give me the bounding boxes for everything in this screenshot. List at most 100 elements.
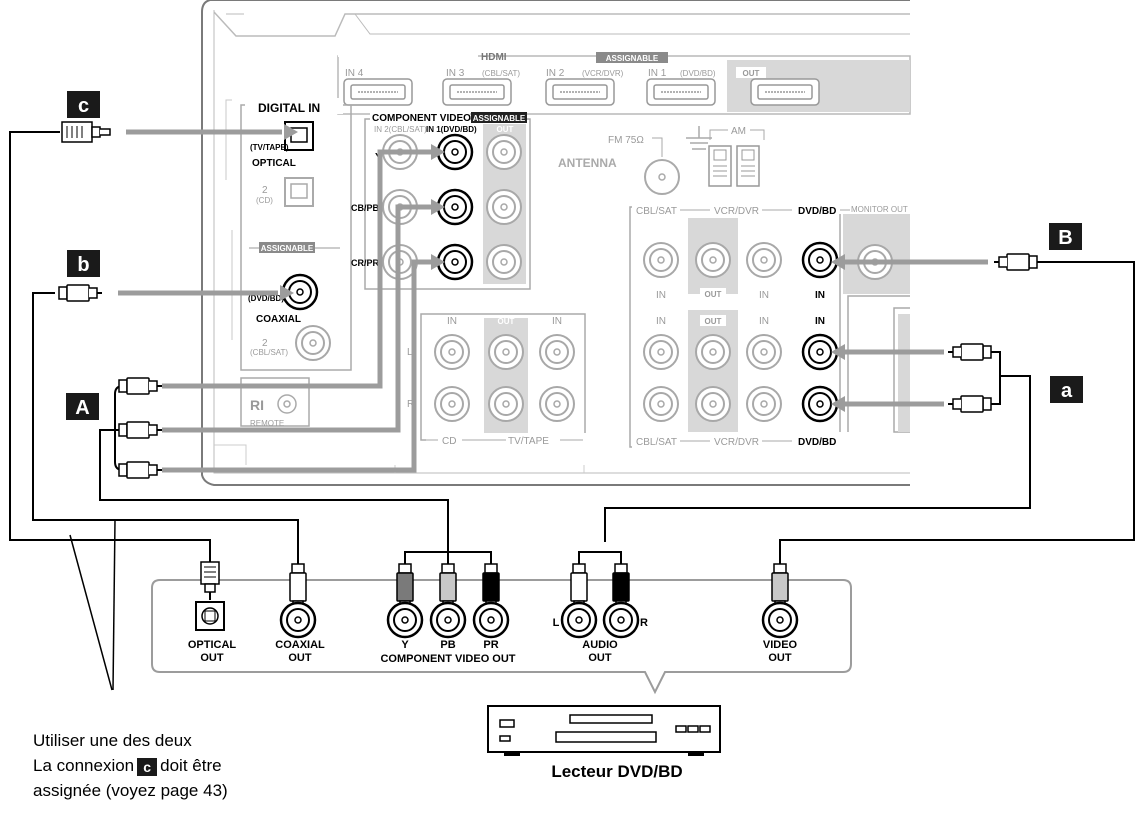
antenna-label: ANTENNA — [558, 156, 617, 170]
hdmi-in2-label: IN 2 — [546, 68, 565, 79]
note-line-2-pre: La connexion — [33, 756, 135, 775]
hdmi-assignable-badge: ASSIGNABLE — [606, 54, 659, 63]
coaxial-2-label: 2 — [262, 338, 268, 349]
hdmi-section: HDMI ASSIGNABLE IN 4 IN 3 (CBL/SAT) IN 2… — [337, 52, 911, 115]
video-cbl-in-label: IN — [656, 290, 666, 301]
plug-video-B — [993, 253, 1038, 271]
component-video-section: COMPONENT VIDEO ASSIGNABLE IN 2(CBL/SAT)… — [351, 112, 531, 290]
audio-tape-in-label: IN — [552, 316, 562, 327]
component-assignable-badge: ASSIGNABLE — [473, 114, 526, 123]
component-video-title: COMPONENT VIDEO — [372, 113, 471, 124]
component-cr-label: CR/PR — [351, 258, 380, 268]
video-cbl-sat-label: CBL/SAT — [636, 206, 677, 217]
optical-out-label-1: OPTICAL — [188, 639, 237, 651]
callout-B: B — [1049, 223, 1082, 250]
hdmi-in3-port — [442, 78, 512, 106]
hdmi-out-port — [750, 78, 820, 106]
video-out-label-2: OUT — [768, 652, 792, 664]
audio-vcr-dvr-label: VCR/DVR — [714, 437, 759, 448]
player-coaxial-jack — [279, 601, 317, 639]
callout-c: c — [67, 91, 100, 118]
video-audio-panel: CBL/SAT VCR/DVR DVD/BD MONITOR OUT IN OU… — [629, 200, 962, 448]
optical-tv-tape-label: (TV/TAPE) — [250, 143, 289, 152]
player-name: Lecteur DVD/BD — [551, 762, 683, 781]
hdmi-in3-sub: (CBL/SAT) — [482, 69, 520, 78]
hdmi-in1-port — [646, 78, 716, 106]
monitor-out-label: MONITOR OUT — [851, 205, 908, 214]
note-line-1: Utiliser une des deux — [33, 731, 192, 750]
player-optical-out-plug — [195, 561, 225, 631]
video-dvd-bd-label: DVD/BD — [798, 206, 836, 217]
hdmi-out-label: OUT — [743, 69, 760, 78]
video-out-label-1: VIDEO — [763, 639, 798, 651]
player-pb-jack — [429, 601, 467, 639]
note-line-3: assignée (voyez page 43) — [33, 781, 228, 800]
audio-r-label: R — [407, 399, 414, 410]
y-label: Y — [401, 639, 409, 651]
audio-out-label-2: OUT — [588, 652, 612, 664]
component-video-out-label: COMPONENT VIDEO OUT — [380, 653, 515, 665]
hdmi-in4-port — [343, 78, 413, 106]
coaxial-label: COAXIAL — [256, 314, 301, 325]
audio-dvd-bd-label: DVD/BD — [798, 437, 836, 448]
pb-label: PB — [440, 639, 455, 651]
audio-vcr-out-label: OUT — [705, 317, 722, 326]
digital-in-section: DIGITAL IN (TV/TAPE) OPTICAL 2 (CD) ASSI… — [240, 98, 352, 371]
receiver-side-cables — [118, 129, 988, 473]
hdmi-in1-sub: (DVD/BD) — [680, 69, 716, 78]
plug-optical-c — [61, 121, 111, 143]
hdmi-in4-label: IN 4 — [345, 68, 364, 79]
note-badge-c: c — [137, 757, 158, 776]
callout-A: A — [66, 393, 99, 420]
audio-l-label: L — [553, 617, 560, 629]
video-vcr-out-label: OUT — [705, 290, 722, 299]
plug-component-y — [118, 377, 163, 395]
svg-text:A: A — [75, 397, 89, 419]
coaxial-out-label-1: COAXIAL — [275, 639, 325, 651]
svg-text:b: b — [77, 254, 89, 276]
audio-in-small-section: IN OUT IN L R CD TV/TAPE — [407, 313, 594, 447]
player-labels: OPTICAL OUT COAXIAL OUT Y PB PR COMPONEN… — [188, 617, 798, 665]
plug-audio-l — [947, 343, 992, 361]
player-y-jack — [386, 601, 424, 639]
svg-text:a: a — [1061, 380, 1073, 402]
note-line-2-post: doit être — [160, 756, 222, 775]
hdmi-in2-port — [545, 78, 615, 106]
player-panel — [151, 579, 852, 695]
coaxial-assignable-badge: ASSIGNABLE — [261, 244, 314, 253]
coaxial-dvd-bd-label: (DVD/BD) — [248, 294, 284, 303]
receiver-panel — [201, 0, 910, 486]
hdmi-in1-label: IN 1 — [648, 68, 667, 79]
hdmi-in2-sub: (VCR/DVR) — [582, 69, 624, 78]
component-in1-label: IN 1(DVD/BD) — [426, 125, 477, 134]
plug-audio-r — [947, 395, 992, 413]
audio-tape-out-label: OUT — [498, 317, 515, 326]
video-vcr-in-label: IN — [759, 290, 769, 301]
audio-l-label: L — [407, 347, 413, 358]
dvd-player-icon — [487, 705, 721, 756]
callout-a: a — [1050, 376, 1083, 403]
component-cb-label: CB/PB — [351, 203, 380, 213]
audio-cd-in-label: IN — [447, 316, 457, 327]
video-vcr-dvr-label: VCR/DVR — [714, 206, 759, 217]
callout-b: b — [67, 250, 100, 277]
digital-in-title: DIGITAL IN — [258, 101, 320, 115]
audio-vcr-in-label: IN — [759, 316, 769, 327]
coaxial-2-sub: (CBL/SAT) — [250, 348, 288, 357]
component-in2-label: IN 2(CBL/SAT) — [374, 125, 427, 134]
plug-component-pr — [118, 461, 163, 479]
svg-text:B: B — [1058, 227, 1072, 249]
optical-label: OPTICAL — [252, 158, 296, 169]
cable-arrowheads — [280, 124, 845, 412]
remote-section: RI REMOTE — [240, 377, 310, 428]
plug-component-pb — [118, 421, 163, 439]
remote-ri-label: RI — [250, 397, 264, 413]
player-video-jack — [761, 601, 799, 639]
pr-label: PR — [483, 639, 498, 651]
audio-dvd-in-label: IN — [815, 316, 825, 327]
audio-cd-label: CD — [442, 436, 456, 447]
black-cables — [9, 131, 1135, 691]
audio-out-label-1: AUDIO — [582, 639, 618, 651]
